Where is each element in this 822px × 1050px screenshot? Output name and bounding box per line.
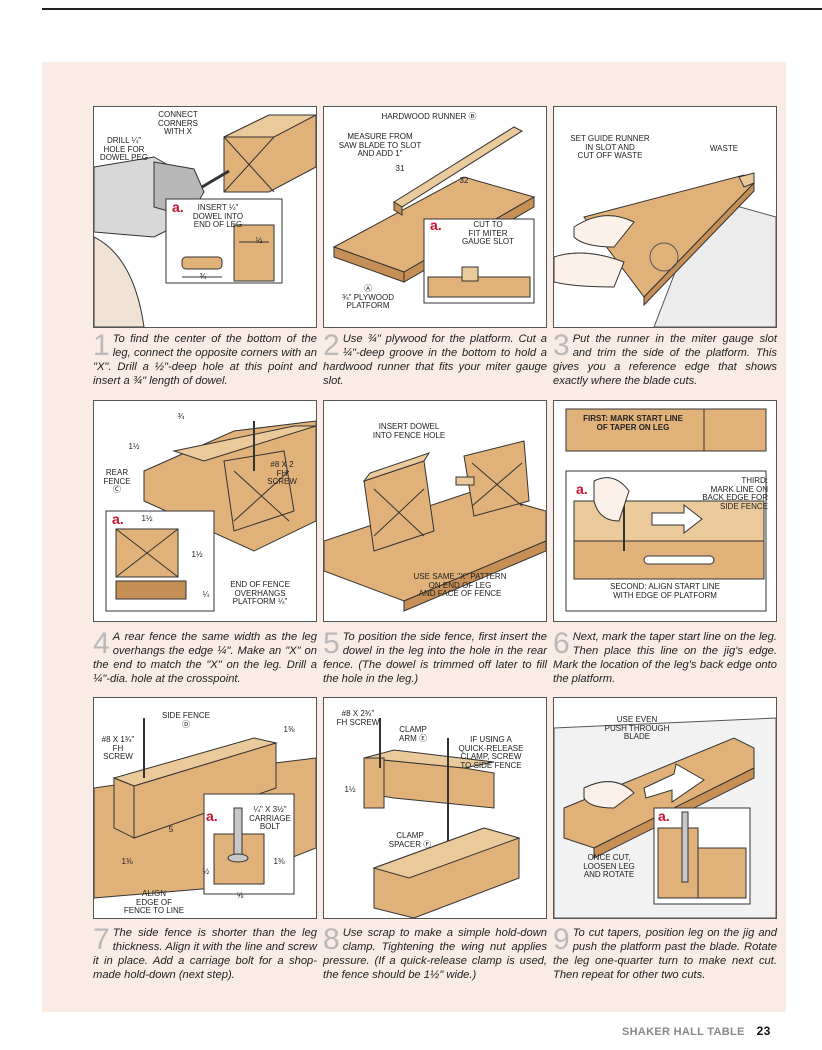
step-6-caption: 6 Next, mark the taper start line on the… <box>553 627 777 686</box>
caption-text: A rear fence the same width as the leg o… <box>93 631 317 685</box>
label-connect-corners: CONNECT CORNERS WITH X <box>157 110 198 136</box>
label-first-mark: FIRST: MARK START LINE OF TAPER ON LEG <box>583 414 683 432</box>
step-5-illustration: INSERT DOWEL INTO FENCE HOLE USE SAME "X… <box>323 400 547 622</box>
label-screw: #8 x 2 Fh SCREW <box>267 460 297 486</box>
label-plywood-platform: Ⓐ ¾" PLYWOOD PLATFORM <box>341 284 395 310</box>
caption-text: The side fence is shorter than the leg t… <box>93 927 317 981</box>
trim-platform-drawing <box>554 172 776 327</box>
caption-text: To cut tapers, position leg on the jig a… <box>553 927 777 981</box>
dim-32: 32 <box>459 176 469 185</box>
label-screw: #8 x 2¾" Fh SCREW <box>336 709 380 727</box>
step-number: 7 <box>93 923 110 956</box>
inset-tag: a. <box>206 808 218 824</box>
step-number: 2 <box>323 329 340 362</box>
step-9-caption: 9 To cut tapers, position leg on the jig… <box>553 923 777 982</box>
label-side-fence: SIDE FENCE Ⓓ <box>161 711 210 729</box>
position-side-fence-drawing <box>324 440 546 612</box>
hold-down-clamp-drawing <box>363 718 521 918</box>
dim-one-three-eighths-right: 1⅜ <box>273 857 285 866</box>
dim-one-half-side: 1½ <box>191 550 203 559</box>
label-second-align: SECOND: ALIGN START LINE WITH EDGE OF PL… <box>610 582 720 600</box>
step-number: 8 <box>323 923 340 956</box>
footer-title: SHAKER HALL TABLE <box>622 1026 745 1038</box>
step-5-caption: 5 To position the side fence, first inse… <box>323 627 547 686</box>
step-8-caption: 8 Use scrap to make a simple hold-down c… <box>323 923 547 982</box>
dim-one-half-inset: 1½ <box>141 514 153 523</box>
step-4-illustration: ¾ 1½ REAR FENCE Ⓒ #8 x 2 Fh SCREW a. 1½ … <box>93 400 317 622</box>
dim-five-eighths: ⅝ <box>236 891 244 900</box>
inset-tag: a. <box>430 217 442 233</box>
label-align-edge: ALIGN EDGE OF FENCE TO LINE <box>123 889 185 915</box>
label-end-of-fence: END OF FENCE OVERHANGS PLATFORM ¼" <box>230 580 290 606</box>
caption-text: To position the side fence, first insert… <box>323 631 547 685</box>
label-drill-hole: DRILL ¼" HOLE FOR DOWEL PEG <box>99 136 149 162</box>
step-number: 9 <box>553 923 570 956</box>
drill-leg-drawing <box>94 114 316 327</box>
inset-tag: a. <box>576 481 588 497</box>
label-set-guide-runner: SET GUIDE RUNNER IN SLOT AND CUT OFF WAS… <box>570 134 650 160</box>
label-third-mark: THIRD: MARK LINE ON BACK EDGE FOR SIDE F… <box>702 476 768 511</box>
label-insert-dowel: INSERT DOWEL INTO FENCE HOLE <box>372 422 446 440</box>
dim-one-half: 1½ <box>344 785 356 794</box>
dim-one-three-eighths-top: 1⅜ <box>283 725 295 734</box>
label-screw: #8 x 1¾" Fh SCREW <box>101 735 135 761</box>
label-insert-dowel: INSERT ¼" DOWEL INTO END OF LEG <box>192 203 244 229</box>
step-number: 1 <box>93 329 110 362</box>
dim-one-three-eighths-left: 1⅜ <box>121 857 133 866</box>
dim-quarter: ¼ <box>202 590 210 599</box>
inset-tag: a. <box>172 199 184 215</box>
label-once-cut: ONCE CUT, LOOSEN LEG AND ROTATE <box>583 853 635 879</box>
cut-tapers-drawing <box>554 717 776 918</box>
step-2-caption: 2 Use ¾" plywood for the platform. Cut a… <box>323 329 547 388</box>
dim-31: 31 <box>395 164 405 173</box>
label-even-push: USE EVEN PUSH THROUGH BLADE <box>604 715 670 741</box>
step-3-caption: 3 Put the runner in the miter gauge slot… <box>553 329 777 388</box>
top-rule <box>42 8 822 10</box>
dim-three-quarter: ¾ <box>199 272 207 281</box>
page-number: 23 <box>756 1024 771 1038</box>
dim-five: 5 <box>168 825 174 834</box>
step-8-illustration: #8 x 2¾" Fh SCREW CLAMP ARM Ⓔ IF USING A… <box>323 697 547 919</box>
plywood-platform-drawing <box>332 126 536 304</box>
dim-half: ½ <box>255 236 263 245</box>
side-fence-drawing <box>94 718 316 899</box>
caption-text: Put the runner in the miter gauge slot a… <box>553 333 777 387</box>
label-clamp-spacer: CLAMP SPACER Ⓕ <box>388 831 432 849</box>
step-number: 6 <box>553 627 570 660</box>
caption-text: Use scrap to make a simple hold-down cla… <box>323 927 547 981</box>
caption-text: Use ¾" plywood for the platform. Cut a ¼… <box>323 333 547 387</box>
step-3-illustration: SET GUIDE RUNNER IN SLOT AND CUT OFF WAS… <box>553 106 777 328</box>
step-9-illustration: USE EVEN PUSH THROUGH BLADE a. ONCE CUT,… <box>553 697 777 919</box>
step-1-illustration: CONNECT CORNERS WITH X DRILL ¼" HOLE FOR… <box>93 106 317 328</box>
label-quick-release: IF USING A QUICK-RELEASE CLAMP, SCREW TO… <box>458 735 524 770</box>
rear-fence-drawing <box>105 420 316 612</box>
step-number: 4 <box>93 627 110 660</box>
label-carriage-bolt: ¼" x 3½" CARRIAGE BOLT <box>249 805 291 831</box>
step-number: 5 <box>323 627 340 660</box>
caption-text: Next, mark the taper start line on the l… <box>553 631 777 685</box>
step-4-caption: 4 A rear fence the same width as the leg… <box>93 627 317 686</box>
dim-three-quarter: ¾ <box>177 412 185 421</box>
label-cut-to-fit: CUT TO FIT MITER GAUGE SLOT <box>461 220 514 246</box>
label-use-same-x: USE SAME "X" PATTERN ON END OF LEG AND F… <box>413 572 507 598</box>
dim-one-half: 1½ <box>128 442 140 451</box>
step-2-illustration: HARDWOOD RUNNER Ⓑ MEASURE FROM SAW BLADE… <box>323 106 547 328</box>
step-6-illustration: FIRST: MARK START LINE OF TAPER ON LEG a… <box>553 400 777 622</box>
label-rear-fence: REAR FENCE Ⓒ <box>103 468 131 494</box>
step-7-caption: 7 The side fence is shorter than the leg… <box>93 923 317 982</box>
inset-tag: a. <box>112 511 124 527</box>
page-footer: SHAKER HALL TABLE 23 <box>622 1024 771 1038</box>
step-number: 3 <box>553 329 570 362</box>
inset-tag: a. <box>658 808 670 824</box>
label-clamp-arm: CLAMP ARM Ⓔ <box>399 725 427 743</box>
label-waste: WASTE <box>709 144 739 153</box>
label-measure: MEASURE FROM SAW BLADE TO SLOT AND ADD 1… <box>338 132 422 158</box>
step-7-illustration: SIDE FENCE Ⓓ #8 x 1¾" Fh SCREW 1⅜ 5 a. ¼… <box>93 697 317 919</box>
dim-half: ½ <box>202 867 210 876</box>
caption-text: To find the center of the bottom of the … <box>93 333 317 387</box>
step-1-caption: 1 To find the center of the bottom of th… <box>93 329 317 388</box>
mark-taper-line-drawing <box>565 408 767 612</box>
label-hardwood-runner: HARDWOOD RUNNER Ⓑ <box>381 112 477 121</box>
